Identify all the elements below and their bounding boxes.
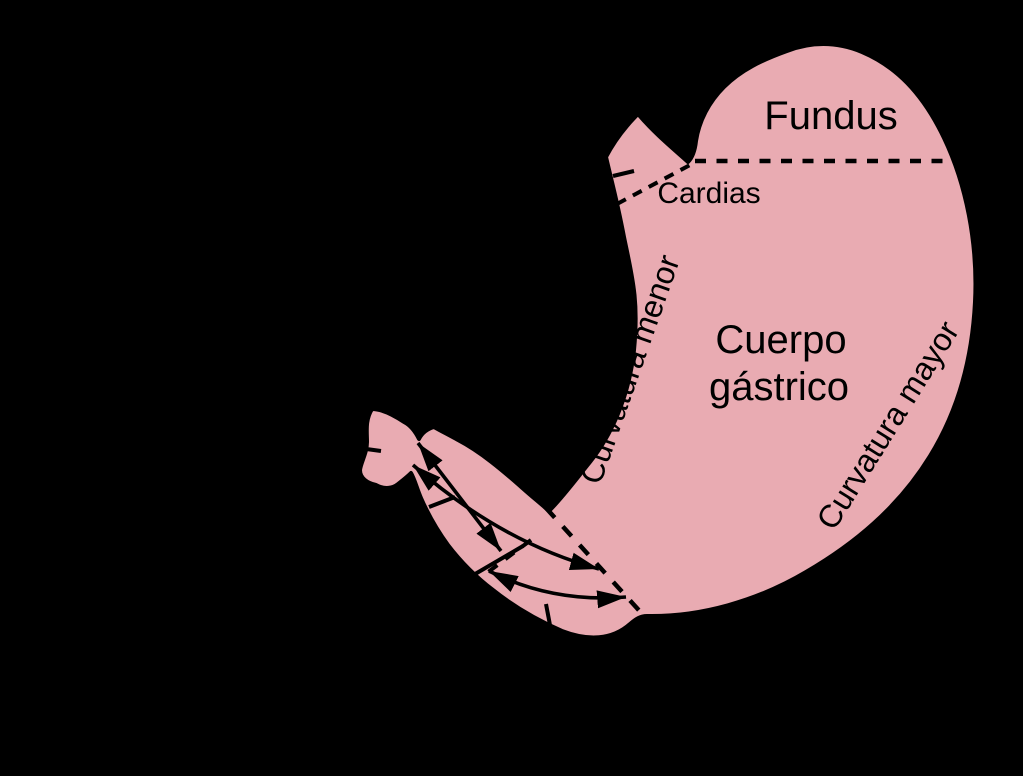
fundus-label: Fundus <box>764 94 897 138</box>
duodenum-tick-mark <box>358 446 382 453</box>
cardias-boundary-dashed-line <box>616 163 691 206</box>
cuerpo-gastrico-label-line1: Cuerpo <box>715 318 846 362</box>
cardias-label: Cardias <box>657 177 760 210</box>
peristalsis-arrow-upper-curve <box>411 463 600 571</box>
peristalsis-arrow-lower-curve <box>488 569 627 609</box>
esophagus-tick-mark <box>612 169 635 178</box>
antrum-lower-constriction-line <box>544 603 555 642</box>
cuerpo-gastrico-label-line2: gástrico <box>709 365 849 409</box>
